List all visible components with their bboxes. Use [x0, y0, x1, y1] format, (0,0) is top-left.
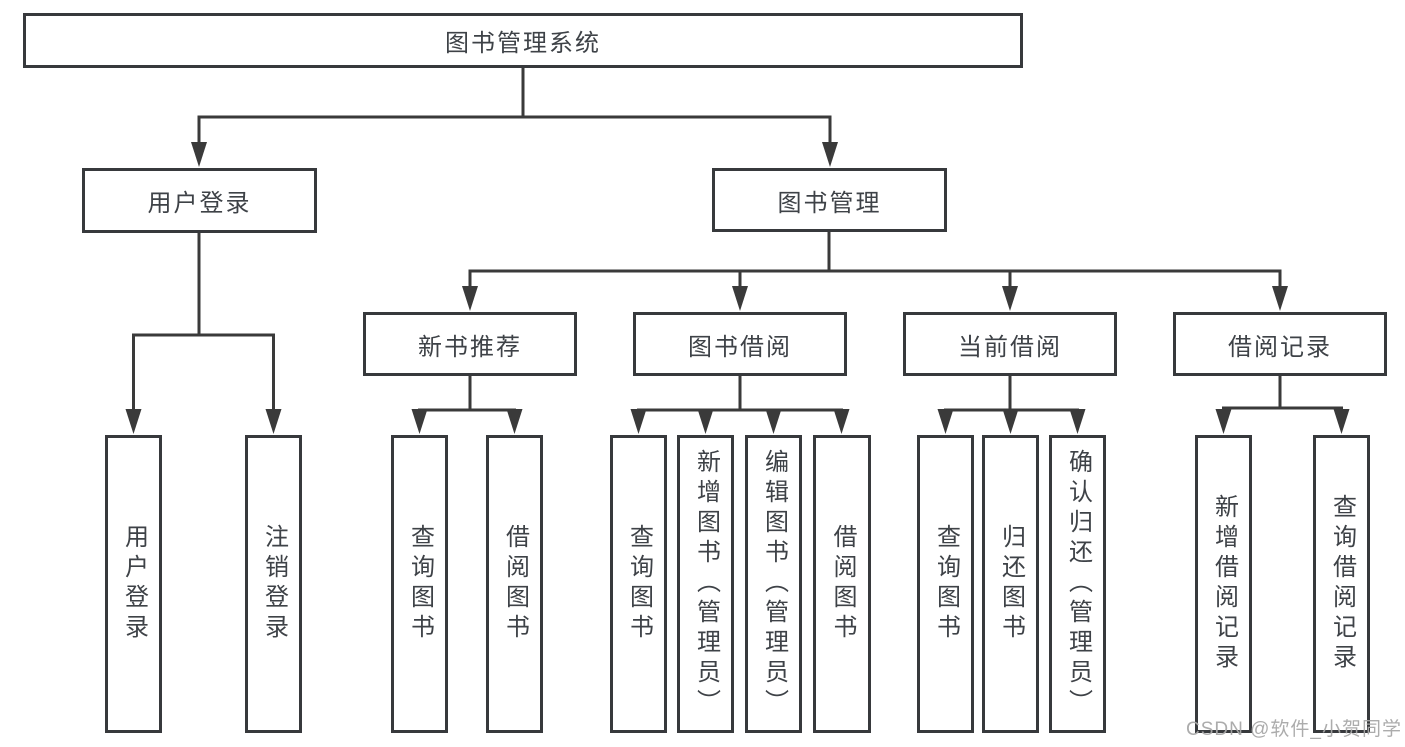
- node-leaf-cb-return-books: 归还图书: [982, 435, 1039, 733]
- node-leaf-nb-query-books-label: 查询图书: [406, 524, 434, 644]
- node-user-login: 用户登录: [82, 168, 317, 233]
- node-leaf-cb-return-books-label: 归还图书: [997, 524, 1025, 644]
- arrowhead-leaf-logout: [265, 409, 282, 434]
- arrowhead-nb-query: [411, 409, 428, 434]
- arrowhead-nb-borrow: [506, 409, 523, 434]
- arrowhead-br-add: [1215, 409, 1232, 434]
- node-leaf-br-query-record: 查询借阅记录: [1313, 435, 1370, 733]
- node-book-borrow: 图书借阅: [633, 312, 847, 376]
- arrowhead-new-book: [462, 286, 478, 311]
- arrowhead-bb-edit: [765, 409, 782, 434]
- node-leaf-bb-query-books-label: 查询图书: [625, 524, 653, 644]
- node-leaf-bb-borrow-books-label: 借阅图书: [829, 524, 856, 644]
- node-leaf-bb-edit-books-label: 编辑图书（管理员）: [760, 449, 788, 719]
- node-borrow-records-label: 借阅记录: [1228, 333, 1332, 361]
- arrowhead-user-login: [191, 142, 207, 167]
- node-leaf-cb-query-books-label: 查询图书: [932, 524, 960, 644]
- node-leaf-bb-borrow-books: 借阅图书: [813, 435, 871, 733]
- node-book-borrow-label: 图书借阅: [688, 333, 792, 361]
- arrowhead-cb-query: [937, 409, 954, 434]
- arrowhead-book-borrow: [732, 286, 748, 311]
- node-leaf-cb-confirm-return-label: 确认归还（管理员）: [1064, 449, 1092, 719]
- arrowhead-cb-return: [1002, 409, 1019, 434]
- node-root: 图书管理系统: [23, 13, 1023, 68]
- node-leaf-br-query-record-label: 查询借阅记录: [1328, 494, 1356, 674]
- node-new-book-recommend-label: 新书推荐: [418, 333, 522, 361]
- arrowhead-leaf-login: [125, 409, 142, 434]
- arrowhead-current-borrow: [1002, 286, 1018, 311]
- arrowhead-cb-confirm: [1069, 409, 1086, 434]
- node-leaf-nb-borrow-books-label: 借阅图书: [501, 524, 529, 644]
- node-leaf-nb-borrow-books: 借阅图书: [486, 435, 543, 733]
- node-leaf-bb-add-books-label: 新增图书（管理员）: [692, 449, 720, 719]
- node-leaf-nb-query-books: 查询图书: [391, 435, 448, 733]
- node-leaf-bb-query-books: 查询图书: [610, 435, 667, 733]
- node-leaf-br-add-record: 新增借阅记录: [1195, 435, 1252, 733]
- arrowhead-bb-borrow: [833, 409, 850, 434]
- node-leaf-user-login: 用户登录: [105, 435, 162, 733]
- node-leaf-cb-confirm-return: 确认归还（管理员）: [1049, 435, 1106, 733]
- node-leaf-bb-edit-books: 编辑图书（管理员）: [745, 435, 802, 733]
- arrowhead-book-management: [822, 142, 838, 167]
- node-new-book-recommend: 新书推荐: [363, 312, 577, 376]
- node-leaf-bb-add-books: 新增图书（管理员）: [677, 435, 734, 733]
- node-user-login-label: 用户登录: [147, 190, 252, 217]
- arrowhead-borrow-records: [1272, 286, 1288, 311]
- watermark-text: CSDN @软件_小贺同学: [1186, 719, 1402, 740]
- node-leaf-logout: 注销登录: [245, 435, 302, 733]
- node-leaf-logout-label: 注销登录: [260, 524, 288, 644]
- node-book-management: 图书管理: [712, 168, 947, 232]
- node-borrow-records: 借阅记录: [1173, 312, 1387, 376]
- node-leaf-cb-query-books: 查询图书: [917, 435, 974, 733]
- node-root-label: 图书管理系统: [445, 30, 601, 57]
- node-leaf-br-add-record-label: 新增借阅记录: [1210, 494, 1238, 674]
- node-current-borrow-label: 当前借阅: [958, 333, 1062, 361]
- arrowhead-bb-add: [697, 409, 714, 434]
- node-current-borrow: 当前借阅: [903, 312, 1117, 376]
- arrowhead-br-query: [1333, 409, 1350, 434]
- arrowhead-bb-query: [630, 409, 647, 434]
- node-book-management-label: 图书管理: [777, 189, 882, 217]
- node-leaf-user-login-label: 用户登录: [120, 524, 148, 644]
